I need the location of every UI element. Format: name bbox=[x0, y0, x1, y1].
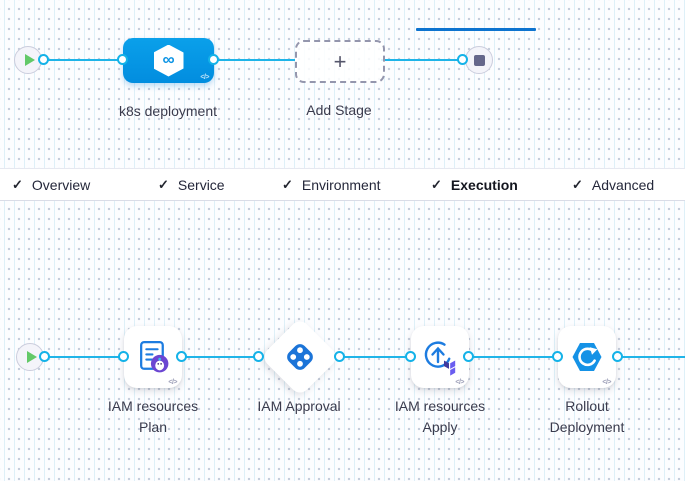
edge bbox=[340, 356, 411, 358]
edge bbox=[182, 356, 259, 358]
terraform-apply-icon bbox=[424, 341, 456, 376]
step-node-iam-resources-plan[interactable]: </> bbox=[124, 326, 182, 388]
yaml-code-icon: </> bbox=[200, 74, 209, 81]
port bbox=[463, 351, 474, 362]
stop-icon bbox=[473, 54, 485, 66]
port bbox=[612, 351, 623, 362]
step-label: IAM Approval bbox=[257, 398, 341, 414]
harness-cd-hexagon-icon: ∞ bbox=[153, 44, 184, 77]
stage-node-k8s-deployment[interactable]: ∞ </> bbox=[123, 38, 214, 83]
step-node-iam-approval[interactable] bbox=[260, 317, 340, 397]
tab-execution[interactable]: ✓ Execution bbox=[431, 169, 518, 200]
port bbox=[117, 54, 128, 65]
port bbox=[39, 351, 50, 362]
port bbox=[38, 54, 49, 65]
plus-icon: + bbox=[333, 48, 347, 74]
step-label: IAM resources Apply bbox=[394, 398, 486, 435]
stage-label: k8s deployment bbox=[118, 103, 218, 119]
approval-icon bbox=[287, 344, 313, 370]
edge bbox=[616, 356, 685, 358]
stage-config-tabbar: ✓ Overview ✓ Service ✓ Environment ✓ Exe… bbox=[0, 168, 685, 201]
terraform-plan-document-icon bbox=[139, 340, 168, 372]
check-icon: ✓ bbox=[12, 176, 23, 192]
port bbox=[118, 351, 129, 362]
edge bbox=[469, 356, 558, 358]
tab-label: Advanced bbox=[591, 176, 655, 193]
port bbox=[457, 54, 468, 65]
check-icon: ✓ bbox=[158, 176, 169, 192]
step-label: Rollout Deployment bbox=[549, 398, 625, 435]
infinity-glyph: ∞ bbox=[162, 50, 175, 69]
pipeline-end-node bbox=[465, 46, 493, 74]
tab-label: Service bbox=[177, 176, 225, 193]
edge-addstage-to-end bbox=[381, 59, 464, 61]
port bbox=[253, 351, 264, 362]
play-icon bbox=[24, 54, 35, 66]
yaml-code-icon: </> bbox=[602, 379, 611, 386]
port bbox=[176, 351, 187, 362]
port bbox=[334, 351, 345, 362]
step-label: IAM resources Plan bbox=[107, 398, 199, 435]
port bbox=[405, 351, 416, 362]
tab-overview[interactable]: ✓ Overview bbox=[12, 169, 90, 200]
play-icon bbox=[26, 351, 37, 363]
port bbox=[552, 351, 563, 362]
check-icon: ✓ bbox=[431, 176, 442, 192]
check-icon: ✓ bbox=[282, 176, 293, 192]
active-tab-underline bbox=[416, 28, 536, 31]
rollout-deployment-icon bbox=[572, 343, 602, 371]
tab-environment[interactable]: ✓ Environment bbox=[282, 169, 381, 200]
step-node-rollout-deployment[interactable]: </> bbox=[558, 326, 616, 388]
yaml-code-icon: </> bbox=[455, 379, 464, 386]
tab-label: Environment bbox=[301, 176, 381, 193]
edge-stage-to-addstage bbox=[214, 59, 295, 61]
tab-advanced[interactable]: ✓ Advanced bbox=[572, 169, 654, 200]
tab-service[interactable]: ✓ Service bbox=[158, 169, 225, 200]
port bbox=[208, 54, 219, 65]
add-stage-label: Add Stage bbox=[306, 102, 372, 118]
tab-label: Execution bbox=[450, 176, 518, 193]
edge bbox=[45, 356, 124, 358]
add-stage-button[interactable]: + bbox=[295, 40, 385, 83]
tab-label: Overview bbox=[31, 176, 91, 193]
yaml-code-icon: </> bbox=[168, 379, 177, 386]
edge-start-to-stage bbox=[44, 59, 123, 61]
step-node-iam-resources-apply[interactable]: </> bbox=[411, 326, 469, 388]
check-icon: ✓ bbox=[572, 176, 583, 192]
